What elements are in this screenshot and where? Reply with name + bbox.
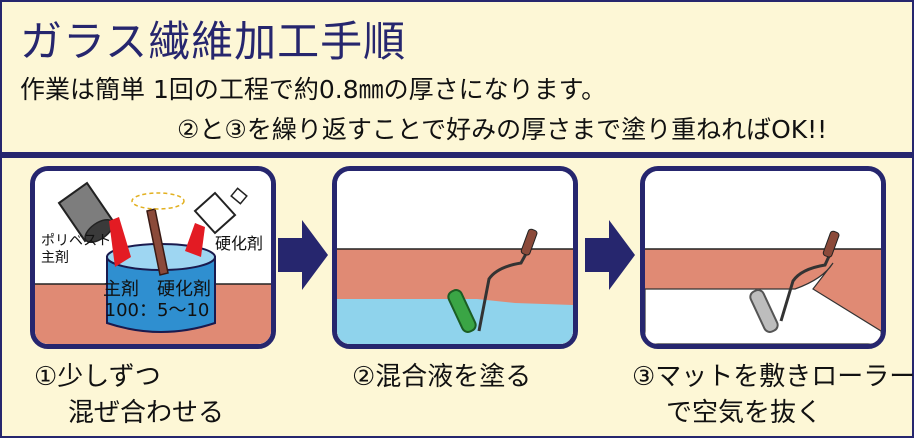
step3-panel — [640, 166, 886, 349]
step1-caption-line-2: 混ぜ合わせる — [68, 398, 225, 428]
step2-caption: ②混合液を塗る — [352, 362, 532, 392]
step2-illustration — [337, 171, 573, 344]
step1-caption-line-1: ①少しずつ — [34, 362, 161, 392]
step3-caption-line-1: ③マットを敷きローラー — [632, 362, 914, 392]
label-polyester: ポリベスト — [41, 233, 112, 249]
bottle-icon — [193, 187, 248, 235]
subtitle-line-1: 作業は簡単 1回の工程で約0.8㎜の厚さになります。 — [20, 75, 607, 104]
roller-icon — [749, 230, 840, 333]
arrow-right-icon — [585, 220, 635, 290]
label-hardener: 硬化剤 — [215, 234, 264, 253]
label-main-agent: 主剤 — [41, 250, 69, 266]
step1-panel: ポリベスト 主剤 硬化剤 主剤 硬化剤 100：5〜10 — [30, 166, 276, 349]
subtitle-line-2: ②と③を繰り返すことで好みの厚さまで塗り重ねればOK!! — [177, 115, 828, 144]
page-title: ガラス繊維加工手順 — [20, 17, 407, 66]
step2-panel — [332, 166, 578, 349]
stir-stick-icon — [131, 192, 185, 276]
step2-liquid — [337, 299, 573, 344]
step3-caption-line-2: で空気を抜く — [666, 398, 823, 428]
pour-arrow-left — [109, 217, 131, 267]
pour-arrow-right — [185, 223, 205, 257]
bucket-ratio-heading: 主剤 硬化剤 — [103, 279, 211, 300]
roller-icon — [447, 228, 538, 333]
divider-bar — [2, 152, 912, 158]
bucket-ratio-value: 100：5〜10 — [104, 300, 210, 321]
step3-illustration — [645, 171, 881, 344]
arrow-right-icon — [278, 220, 328, 290]
step1-illustration — [35, 171, 271, 344]
